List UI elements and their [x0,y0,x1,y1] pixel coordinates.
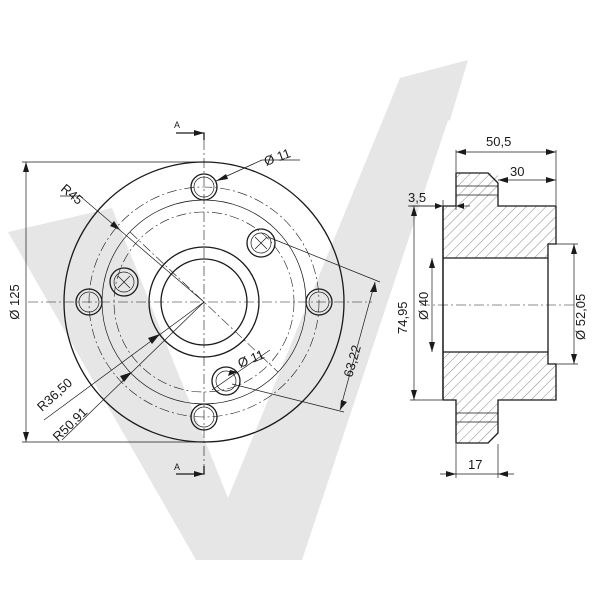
bolt-hole-top [190,173,218,201]
bolt-hole-right [305,288,333,316]
section-marker-top: A [174,120,205,140]
dim-r36-label: R36,50 [34,375,75,414]
dim-63-line [339,281,376,411]
bore-circle [160,258,248,346]
section-hatch-upper [443,173,556,258]
bolt-circle-inner [113,211,295,393]
hub-outer-circle [148,246,260,358]
dim-dia125-label: Ø 125 [7,284,22,319]
side-outline [442,172,557,444]
section-hatch-lower [443,352,556,443]
dim-hole-bottom-label: Ø 11 [236,347,267,371]
dim-17-label: 17 [468,457,482,472]
threaded-hole-lower-right [211,366,241,396]
dim-r50-label: R50,91 [50,404,91,444]
dim-3-5-label: 3,5 [408,190,426,205]
dim-dia52-label: Ø 52,05 [573,294,588,340]
threaded-hole-left [109,267,139,297]
dim-30-label: 30 [510,164,524,179]
section-marker-bottom: A [174,462,205,477]
dim-hole-top-label: Ø 11 [262,145,293,168]
side-view: 50,5 30 3,5 74,95 Ø 40 Ø 52,05 [395,134,588,478]
bolt-circle-outer [88,186,320,418]
watermark-v-inner [392,60,468,140]
dim-50-5-label: 50,5 [486,134,511,149]
svg-text:A: A [174,462,180,472]
svg-text:A: A [174,120,180,130]
threaded-hole-upper-right [246,228,276,258]
bolt-hole-left [75,288,103,316]
dim-r45-label: R45 [58,181,86,208]
dim-dia40-label: Ø 40 [416,292,431,320]
bolt-hole-bottom [190,403,218,431]
front-centerline-diagonal [129,231,279,373]
dim-74-95-label: 74,95 [395,301,410,334]
